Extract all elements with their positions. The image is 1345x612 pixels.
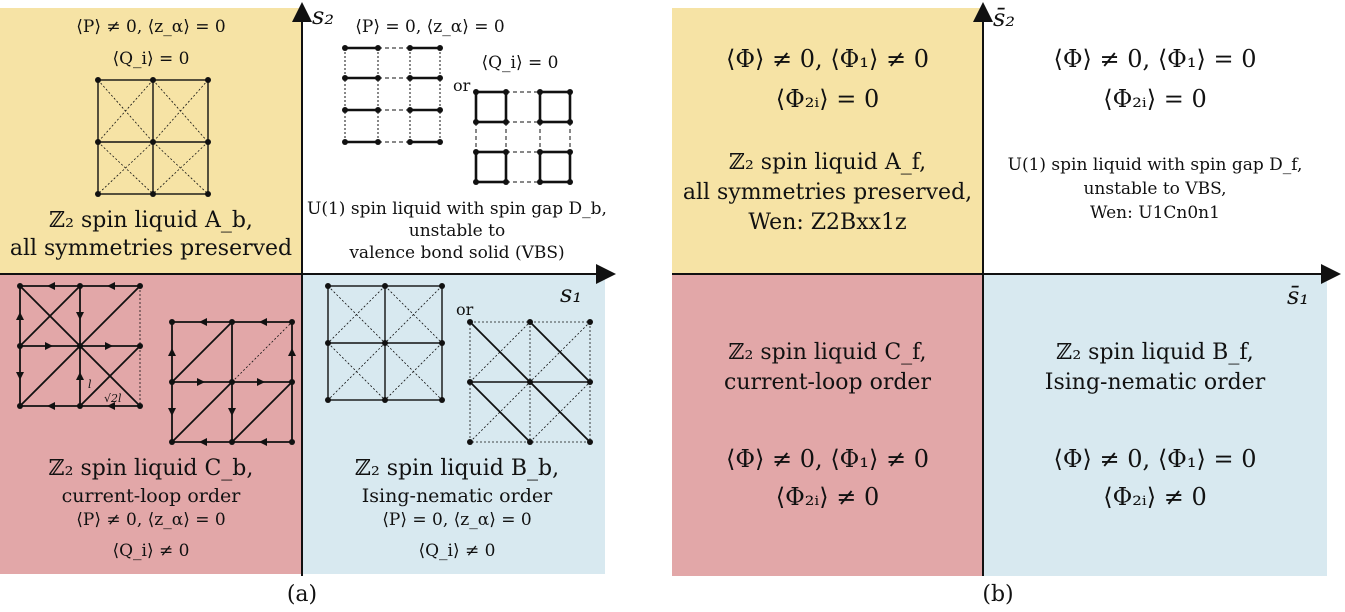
lattice-a-top-left xyxy=(95,77,211,197)
b-br-title2: Ising-nematic order xyxy=(1044,370,1266,395)
b-tr-title1: U(1) spin liquid with spin gap D_f, xyxy=(1007,155,1303,175)
b-tl-title1: ℤ₂ spin liquid A_f, xyxy=(728,150,927,175)
a-tr-order-line1: ⟨P⟩ = 0, ⟨z_α⟩ = 0 xyxy=(355,17,505,37)
lattice-a-current-loop-1 xyxy=(16,282,143,410)
b-tr-title2: unstable to VBS, xyxy=(1083,179,1227,199)
b-tr-title3: Wen: U1Cn0n1 xyxy=(1090,203,1220,223)
a-tr-or: or xyxy=(453,76,471,95)
quadrant-a-bottom-left xyxy=(0,274,302,574)
b-br-order-line2: ⟨Φ₂ᵢ⟩ ≠ 0 xyxy=(1103,483,1207,511)
a-bl-title2: current-loop order xyxy=(61,485,241,507)
axis-b-y-label: s̄₂ xyxy=(993,4,1015,32)
lattice-a-vbs-columnar xyxy=(342,45,443,145)
a-bl-label-l: l xyxy=(88,378,92,391)
panel-a: s₂ s₁ ⟨P⟩ ≠ 0, ⟨z_α⟩ = 0 ⟨Q_i⟩ = 0 ℤ₂ sp… xyxy=(0,0,620,612)
a-tr-title1: U(1) spin liquid with spin gap D_b, xyxy=(307,199,607,219)
a-br-order-line1: ⟨P⟩ = 0, ⟨z_α⟩ = 0 xyxy=(382,510,532,530)
b-br-title1: ℤ₂ spin liquid B_f, xyxy=(1056,340,1254,365)
a-br-or: or xyxy=(456,300,474,319)
a-br-order-line2: ⟨Q_i⟩ ≠ 0 xyxy=(418,541,496,561)
b-bl-order-line2: ⟨Φ₂ᵢ⟩ ≠ 0 xyxy=(775,483,880,511)
lattice-a-nematic-2 xyxy=(467,319,593,445)
a-tl-order-line2: ⟨Q_i⟩ = 0 xyxy=(112,49,190,69)
a-br-title2: Ising-nematic order xyxy=(361,485,553,507)
quadrant-b-bottom-right xyxy=(983,274,1327,576)
b-tr-order-line2: ⟨Φ₂ᵢ⟩ = 0 xyxy=(1103,85,1207,113)
b-tl-order-line1: ⟨Φ⟩ ≠ 0, ⟨Φ₁⟩ ≠ 0 xyxy=(726,45,929,73)
b-tl-title3: Wen: Z2Bxx1z xyxy=(748,210,907,235)
caption-a: (a) xyxy=(286,582,318,607)
lattice-a-vbs-plaquette xyxy=(473,89,573,185)
quadrant-b-top-left xyxy=(672,8,983,274)
a-tr-title3: valence bond solid (VBS) xyxy=(349,243,565,263)
a-bl-order-line2: ⟨Q_i⟩ ≠ 0 xyxy=(112,541,190,561)
axis-a-y-label: s₂ xyxy=(312,2,334,30)
b-tr-order-line1: ⟨Φ⟩ ≠ 0, ⟨Φ₁⟩ = 0 xyxy=(1053,45,1257,73)
lattice-a-nematic-1 xyxy=(325,283,445,403)
a-br-title1: ℤ₂ spin liquid B_b, xyxy=(354,456,560,481)
b-tl-order-line2: ⟨Φ₂ᵢ⟩ = 0 xyxy=(775,85,880,113)
a-tr-title2: unstable to xyxy=(408,221,506,241)
b-bl-title1: ℤ₂ spin liquid C_f, xyxy=(728,340,927,365)
axis-a-x-label: s₁ xyxy=(560,280,582,308)
quadrant-a-bottom-right xyxy=(302,274,605,574)
a-tl-title1: ℤ₂ spin liquid A_b, xyxy=(49,208,253,233)
panel-a-graphics xyxy=(0,2,616,576)
a-tl-order-line1: ⟨P⟩ ≠ 0, ⟨z_α⟩ = 0 xyxy=(76,17,226,37)
lattice-a-current-loop-2 xyxy=(168,318,296,446)
panel-b: s̄₂ s̄₁ ⟨Φ⟩ ≠ 0, ⟨Φ₁⟩ ≠ 0 ⟨Φ₂ᵢ⟩ = 0 ℤ₂ s… xyxy=(665,0,1345,612)
b-tl-title2: all symmetries preserved, xyxy=(682,180,973,205)
a-bl-label-sqrt: √2l xyxy=(104,392,122,405)
b-bl-order-line1: ⟨Φ⟩ ≠ 0, ⟨Φ₁⟩ ≠ 0 xyxy=(726,445,929,473)
b-br-order-line1: ⟨Φ⟩ ≠ 0, ⟨Φ₁⟩ = 0 xyxy=(1053,445,1257,473)
a-tr-order-line2: ⟨Q_i⟩ = 0 xyxy=(481,53,559,73)
panel-b-graphics xyxy=(672,2,1341,576)
quadrant-b-top-right xyxy=(983,8,1327,274)
caption-b: (b) xyxy=(982,582,1014,607)
a-bl-order-line1: ⟨P⟩ ≠ 0, ⟨z_α⟩ = 0 xyxy=(76,510,226,530)
a-bl-title1: ℤ₂ spin liquid C_b, xyxy=(48,456,254,481)
b-bl-title2: current-loop order xyxy=(724,370,931,395)
quadrant-b-bottom-left xyxy=(672,274,983,576)
a-tl-title2: all symmetries preserved xyxy=(9,236,293,261)
axis-b-x-label: s̄₁ xyxy=(1287,282,1309,310)
